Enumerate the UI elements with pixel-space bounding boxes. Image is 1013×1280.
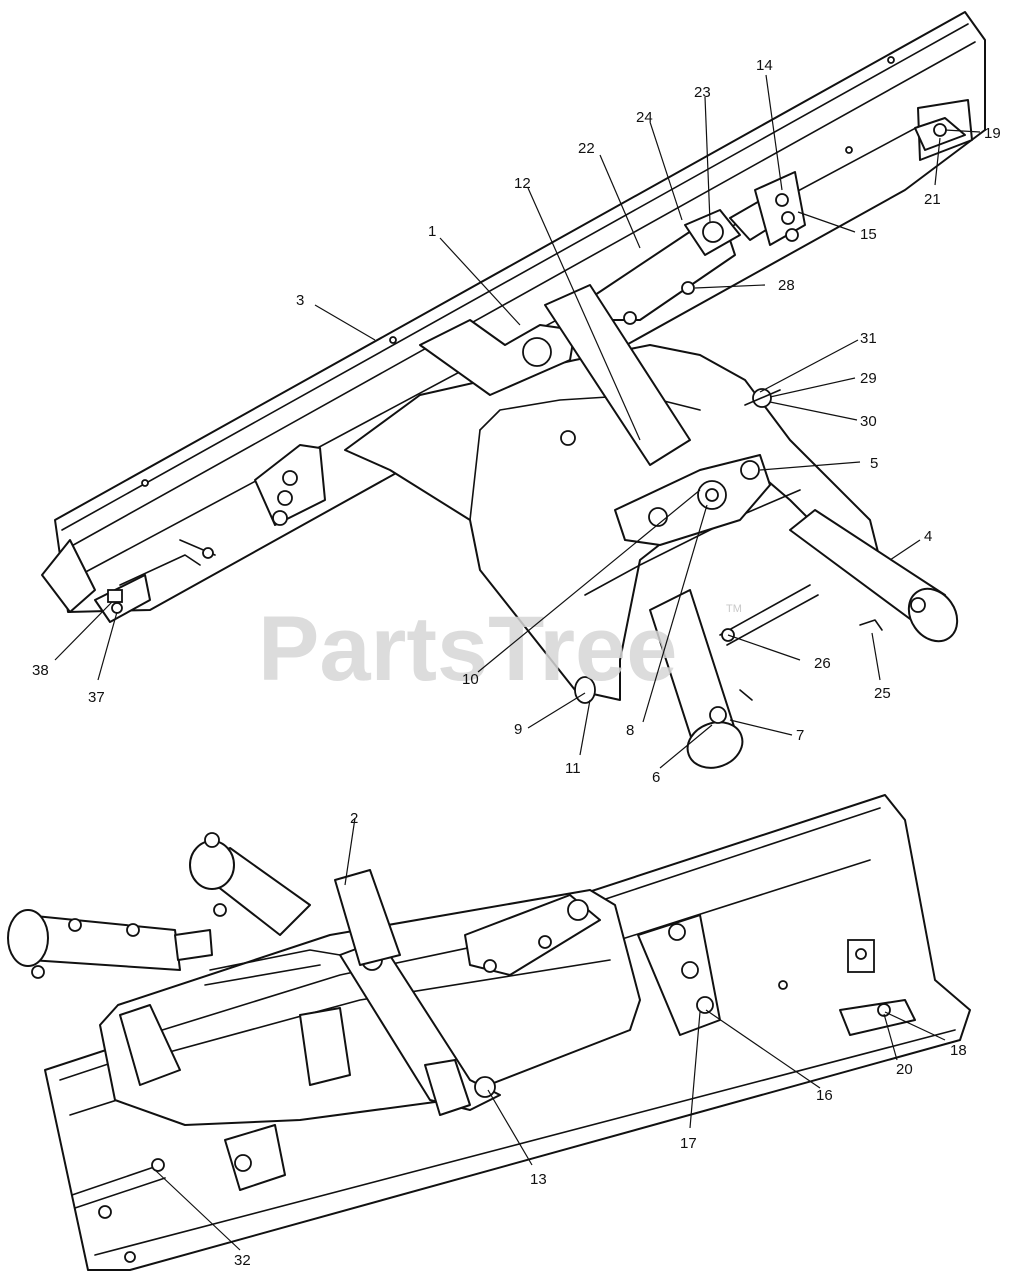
callout-15: 15 [860, 226, 877, 243]
bottom-blade-assembly [7, 794, 971, 1271]
callout-31: 31 [860, 330, 877, 347]
callout-6: 6 [652, 769, 660, 786]
callout-9: 9 [514, 721, 522, 738]
callout-3: 3 [296, 292, 304, 309]
callout-8: 8 [626, 722, 634, 739]
watermark-trademark: TM [726, 603, 742, 615]
callouts: 1 2 3 4 5 6 7 8 9 10 11 12 13 14 15 16 1… [32, 57, 1001, 1269]
watermark: PartsTree [258, 598, 677, 700]
callout-18: 18 [950, 1042, 967, 1059]
callout-28: 28 [778, 277, 795, 294]
callout-5: 5 [870, 455, 878, 472]
callout-22: 22 [578, 140, 595, 157]
callout-2: 2 [350, 810, 358, 827]
callout-20: 20 [896, 1061, 913, 1078]
callout-16: 16 [816, 1087, 833, 1104]
callout-1: 1 [428, 223, 436, 240]
callout-13: 13 [530, 1171, 547, 1188]
callout-25: 25 [874, 685, 891, 702]
callout-29: 29 [860, 370, 877, 387]
leader-lines [54, 74, 981, 1251]
callout-21: 21 [924, 191, 941, 208]
callout-11: 11 [565, 760, 581, 777]
callout-37: 37 [88, 689, 105, 706]
callout-12: 12 [514, 175, 531, 192]
callout-30: 30 [860, 413, 877, 430]
callout-19: 19 [984, 125, 1001, 142]
callout-7: 7 [796, 727, 804, 744]
callout-10: 10 [462, 671, 479, 688]
callout-24: 24 [636, 109, 653, 126]
callout-14: 14 [756, 57, 773, 74]
top-blade-assembly [41, 11, 986, 769]
callout-26: 26 [814, 655, 831, 672]
callout-32: 32 [234, 1252, 251, 1269]
callout-23: 23 [694, 84, 711, 101]
callout-4: 4 [924, 528, 932, 545]
callout-38: 38 [32, 662, 49, 679]
callout-17: 17 [680, 1135, 697, 1152]
